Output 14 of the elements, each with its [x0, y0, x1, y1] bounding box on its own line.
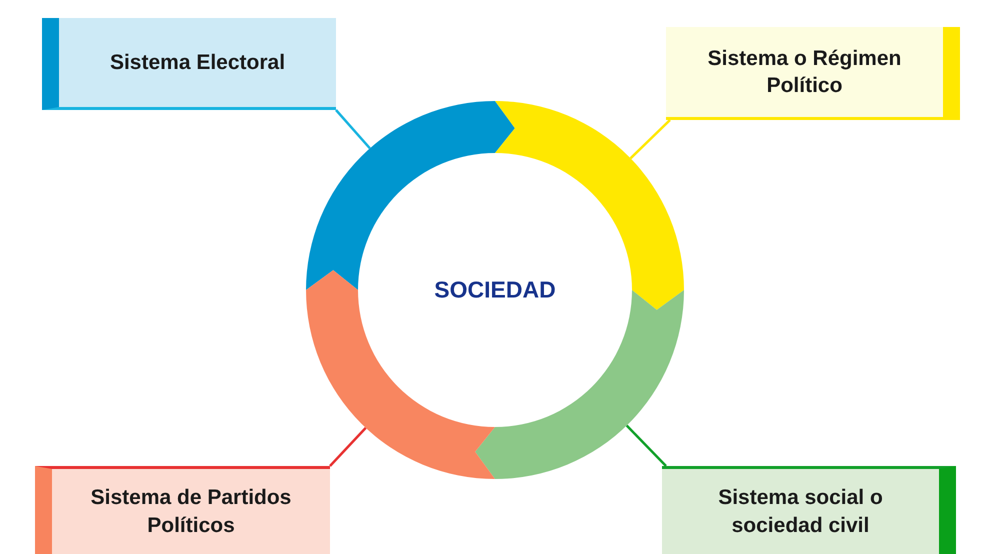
- label-box: [42, 18, 336, 110]
- leader-line: [329, 427, 367, 467]
- leader-line: [335, 109, 371, 150]
- label-box: [35, 466, 330, 554]
- label-box: [666, 27, 960, 120]
- leader-line: [630, 119, 671, 160]
- center-label: SOCIEDAD: [434, 276, 556, 304]
- label-box: [662, 466, 956, 554]
- box-label: Sistema o Régimen Político: [706, 46, 902, 99]
- box-label: Sistema de Partidos Políticos: [90, 485, 292, 538]
- ring-diagram: [306, 101, 684, 479]
- leader-line: [626, 424, 667, 467]
- box-label: Sistema Electoral: [110, 50, 286, 76]
- box-label: Sistema social o sociedad civil: [717, 485, 884, 538]
